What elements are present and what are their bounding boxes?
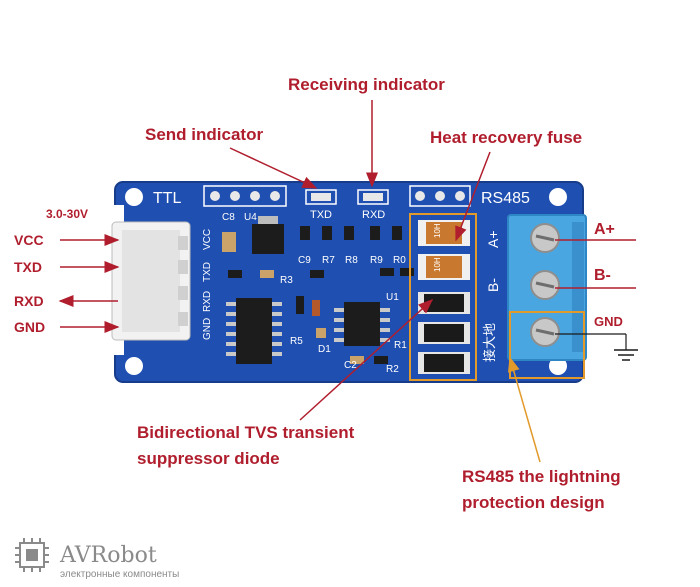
fuse-1-marking: 10H — [433, 223, 442, 238]
rxd-label: RXD — [14, 293, 44, 309]
rs485-silkscreen: RS485 — [481, 190, 530, 207]
header-pin-txd: TXD — [202, 262, 213, 282]
logo-name: AVRobot — [59, 543, 157, 568]
send-indicator-label: Send indicator — [145, 125, 263, 144]
u1-label: U1 — [386, 292, 399, 303]
voltage-label: 3.0-30V — [46, 207, 88, 221]
heat-recovery-fuse-label: Heat recovery fuse — [430, 128, 582, 147]
tvs-arrow — [299, 298, 434, 421]
mount-hole — [125, 357, 143, 375]
lightning-label-line1: RS485 the lightning — [462, 467, 621, 486]
b-minus-silkscreen: B- — [485, 278, 501, 292]
tvs-label-line1: Bidirectional TVS transient — [137, 423, 355, 442]
txd-label: TXD — [14, 259, 42, 275]
txd-silkscreen: TXD — [310, 209, 332, 221]
header-pin-gnd: GND — [202, 318, 213, 340]
a-plus-label: A+ — [594, 221, 615, 238]
ic-u1 — [334, 302, 390, 346]
protection-highlight — [409, 213, 477, 381]
gnd-terminal-highlight — [509, 311, 585, 379]
r9-label: R9 — [370, 255, 383, 266]
fuse-arrow — [455, 151, 491, 242]
r2-label: R2 — [386, 364, 399, 375]
logo-tagline: электронные компоненты — [60, 569, 179, 580]
rxd-silkscreen: RXD — [362, 209, 385, 221]
ic-left — [226, 298, 282, 364]
ground-symbol-icon — [555, 333, 638, 361]
receiving-indicator-label: Receiving indicator — [288, 75, 445, 94]
c8-capacitor — [222, 232, 236, 252]
txd-led — [311, 193, 331, 201]
send-indicator-arrow — [229, 147, 318, 189]
r3-label: R3 — [280, 275, 293, 286]
gnd-label-left: GND — [14, 319, 45, 335]
b-minus-label: B- — [594, 267, 611, 284]
mount-hole — [549, 188, 567, 206]
avrobot-chip-icon — [15, 538, 49, 572]
tvs-diodes — [418, 292, 470, 374]
c9-label: C9 — [298, 255, 311, 266]
mount-hole — [549, 357, 567, 375]
gnd-label-right: GND — [594, 314, 623, 329]
smd-components — [228, 226, 414, 364]
c2-label: C2 — [344, 360, 357, 371]
lightning-label-line2: protection design — [462, 493, 605, 512]
a-plus-silkscreen: A+ — [485, 230, 501, 248]
rxd-led — [363, 193, 383, 201]
u4-regulator — [252, 224, 284, 254]
header-pin-vcc: VCC — [202, 229, 213, 250]
screw-terminal-block — [507, 214, 587, 361]
header-pin-rxd: RXD — [202, 291, 213, 312]
r8-label: R8 — [345, 255, 358, 266]
rs485-pad-row — [409, 185, 471, 207]
r0-label: R0 — [393, 255, 406, 266]
c8-label: C8 — [222, 212, 235, 223]
mount-hole — [125, 188, 143, 206]
ground-cn-silkscreen: 接大地 — [482, 323, 497, 362]
left-header-connector — [111, 221, 191, 341]
lightning-arrow — [507, 356, 541, 463]
ttl-pad-row — [203, 185, 287, 207]
fuse-1 — [418, 220, 470, 246]
r7-label: R7 — [322, 255, 335, 266]
fuse-2 — [418, 254, 470, 280]
d1-label: D1 — [318, 344, 331, 355]
r1-label: R1 — [394, 340, 407, 351]
tvs-label-line2: suppressor diode — [137, 449, 280, 468]
vcc-label: VCC — [14, 232, 44, 248]
ttl-silkscreen: TTL — [153, 190, 182, 207]
fuse-2-marking: 10H — [433, 257, 442, 272]
u4-label: U4 — [244, 212, 257, 223]
r5-label: R5 — [290, 336, 303, 347]
